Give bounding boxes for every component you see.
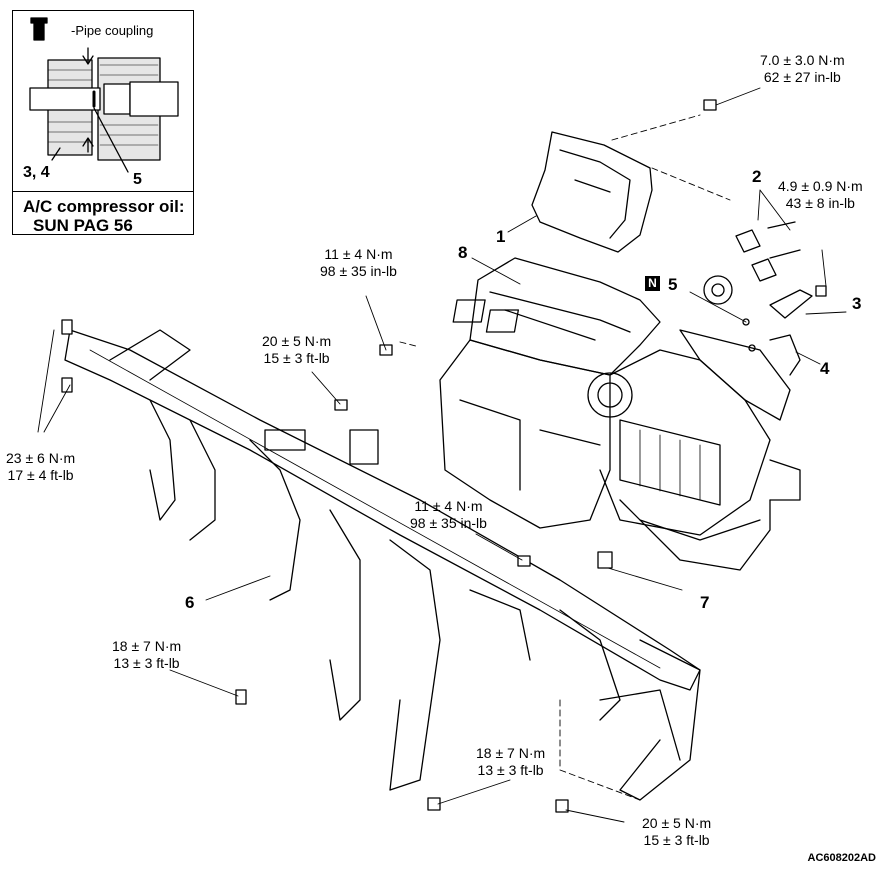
torque-fitting-nm: 4.9 ± 0.9 N·m: [778, 178, 863, 194]
instrument-panel-reinforcement: [64, 329, 701, 801]
oil-line-2: SUN PAG 56: [33, 216, 133, 235]
torque-left: 23 ± 6 N·m 17 ± 4 ft-lb: [6, 450, 75, 484]
callout-7: 7: [700, 593, 710, 612]
inset-callout-5: 5: [133, 171, 142, 188]
callout-3-4: 3, 4: [23, 164, 50, 181]
torque-hvac-upper-inlb: 98 ± 35 in-lb: [320, 263, 397, 279]
torque-hvac-lower: 11 ± 4 N·m 98 ± 35 in-lb: [410, 498, 487, 532]
leader-lines: [37, 87, 847, 823]
torque-top-right: 7.0 ± 3.0 N·m 62 ± 27 in-lb: [760, 52, 845, 86]
torque-lower-mid: 18 ± 7 N·m 13 ± 3 ft-lb: [476, 745, 545, 779]
torque-lower-mid-nm: 18 ± 7 N·m: [476, 745, 546, 761]
torque-hvac-lower-nm: 11 ± 4 N·m: [414, 498, 483, 514]
torque-left-ftlb: 17 ± 4 ft-lb: [7, 467, 74, 483]
torque-fitting-inlb: 43 ± 8 in-lb: [785, 195, 855, 211]
callout-4: 4: [820, 359, 830, 378]
torque-lower-right-nm: 20 ± 5 N·m: [642, 815, 712, 831]
compressor-oil-note: A/C compressor oil: SUN PAG 56: [23, 197, 185, 235]
inset-divider: [13, 191, 193, 192]
pipe-coupling-detail: [29, 17, 179, 173]
callout-8: 8: [458, 243, 468, 262]
torque-hvac-upper-nm: 11 ± 4 N·m: [324, 246, 393, 262]
figure-code: AC608202AD: [807, 852, 876, 864]
torque-lower-left-nm: 18 ± 7 N·m: [112, 638, 182, 654]
torque-bracket-ftlb: 15 ± 3 ft-lb: [263, 350, 330, 366]
torque-fitting: 4.9 ± 0.9 N·m 43 ± 8 in-lb: [778, 178, 863, 212]
refrigerant-fittings: [703, 221, 813, 376]
compressor-oil-inset: -Pipe coupling 3, 4 5 A/C compressor oil…: [12, 10, 194, 235]
callout-6: 6: [185, 593, 195, 612]
pipe-coupling-label: -Pipe coupling: [71, 23, 154, 38]
callout-1: 1: [496, 227, 506, 246]
torque-left-nm: 23 ± 6 N·m: [6, 450, 76, 466]
torque-lower-mid-ftlb: 13 ± 3 ft-lb: [477, 762, 544, 778]
torque-lower-right-ftlb: 15 ± 3 ft-lb: [643, 832, 710, 848]
torque-hvac-lower-inlb: 98 ± 35 in-lb: [410, 515, 487, 531]
new-part-badge: N: [645, 276, 660, 291]
air-guide-part: [531, 114, 731, 253]
callout-2: 2: [752, 167, 762, 186]
torque-bracket-nm: 20 ± 5 N·m: [262, 333, 332, 349]
torque-top-right-inlb: 62 ± 27 in-lb: [763, 69, 841, 85]
heater-unit-assembly: [439, 257, 801, 571]
torque-top-right-nm: 7.0 ± 3.0 N·m: [760, 52, 845, 68]
torque-lower-left-ftlb: 13 ± 3 ft-lb: [113, 655, 180, 671]
torque-hvac-upper: 11 ± 4 N·m 98 ± 35 in-lb: [320, 246, 397, 280]
torque-lower-left: 18 ± 7 N·m 13 ± 3 ft-lb: [112, 638, 181, 672]
torque-bracket: 20 ± 5 N·m 15 ± 3 ft-lb: [262, 333, 331, 367]
oil-line-1: A/C compressor oil:: [23, 197, 185, 216]
torque-lower-right: 20 ± 5 N·m 15 ± 3 ft-lb: [642, 815, 711, 849]
callout-3: 3: [852, 294, 862, 313]
callout-5: 5: [668, 275, 678, 294]
